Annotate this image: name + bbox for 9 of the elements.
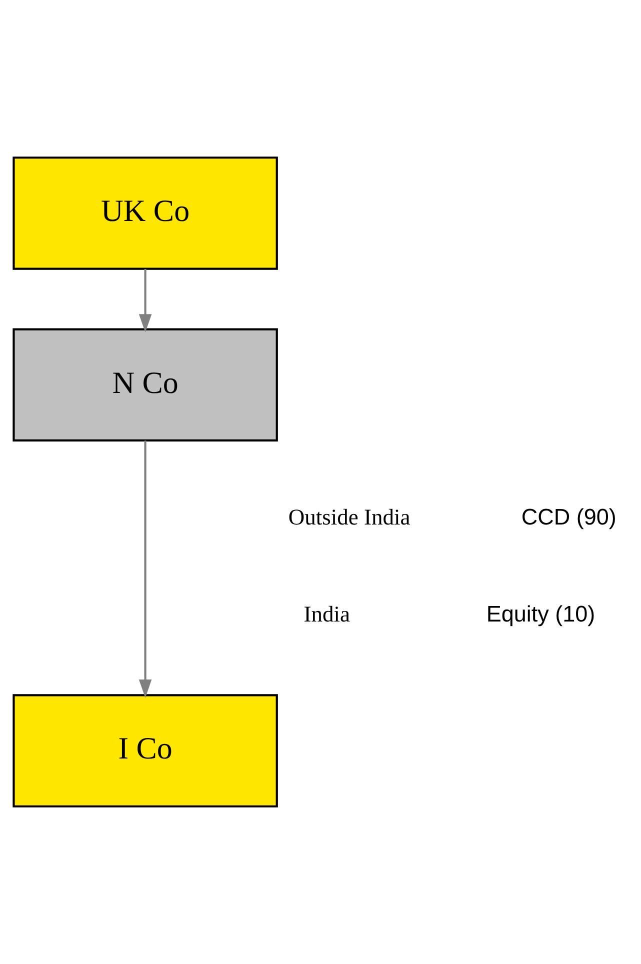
- label: India: [304, 602, 350, 627]
- arrow: [138, 268, 152, 332]
- node-box: N Co: [12, 328, 278, 442]
- label: CCD (90): [521, 504, 616, 530]
- node-box: UK Co: [12, 156, 278, 270]
- label: Equity (10): [486, 602, 596, 627]
- node-box: I Co: [12, 694, 278, 808]
- label: Outside India: [288, 504, 410, 530]
- arrow: [138, 440, 152, 698]
